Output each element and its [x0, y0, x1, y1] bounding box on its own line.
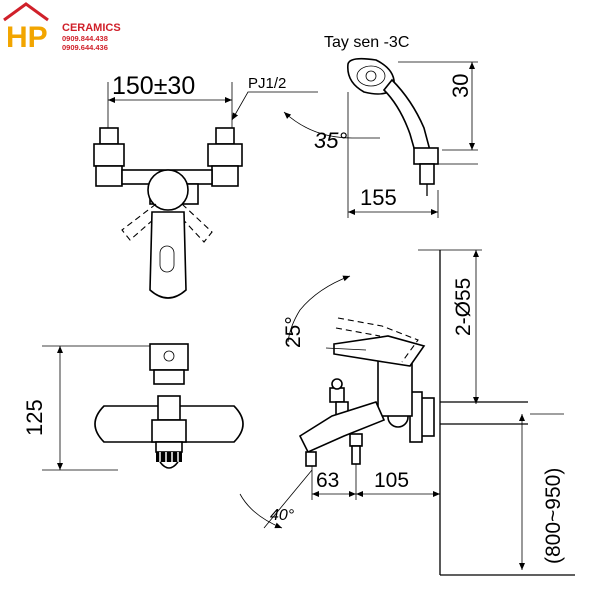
spout-depth-label: 63: [316, 469, 339, 492]
house-roof-icon: [3, 2, 49, 22]
front-view-top: 150±30 PJ1/2: [93, 72, 318, 299]
front-height-label: 125: [22, 399, 47, 436]
lever-swing-positions: [121, 203, 213, 243]
shower-height-label: 30: [448, 74, 473, 98]
front-view-bottom: 125: [22, 343, 244, 471]
install-height-label: (800~950): [542, 468, 565, 564]
logo-mark: HP: [6, 21, 48, 54]
spout-angle-label: 40°: [270, 507, 295, 524]
shower-head-view: Tay sen -3C 30 35° 155: [283, 34, 478, 218]
shower-model-label: Tay sen -3C: [324, 34, 409, 51]
shower-width-label: 155: [360, 185, 397, 210]
logo-phone-2: 0909.644.436: [62, 43, 108, 52]
shower-angle-label: 35°: [314, 128, 347, 153]
flange-diameter-label: 2-Ø55: [452, 278, 475, 336]
body-depth-label: 105: [374, 469, 409, 492]
brand-logo: HP CERAMICS 0909.844.438 0909.644.436: [3, 2, 121, 54]
logo-brand: CERAMICS: [62, 22, 121, 34]
logo-phone-1: 0909.844.438: [62, 34, 108, 43]
inlet-spacing-label: 150±30: [112, 72, 195, 100]
handle-angle-label: 25°: [282, 316, 305, 348]
aerator-icon: [156, 452, 182, 462]
side-view: 2-Ø55 (800~950) 25° 63 1: [239, 249, 575, 576]
thread-label: PJ1/2: [248, 75, 286, 92]
